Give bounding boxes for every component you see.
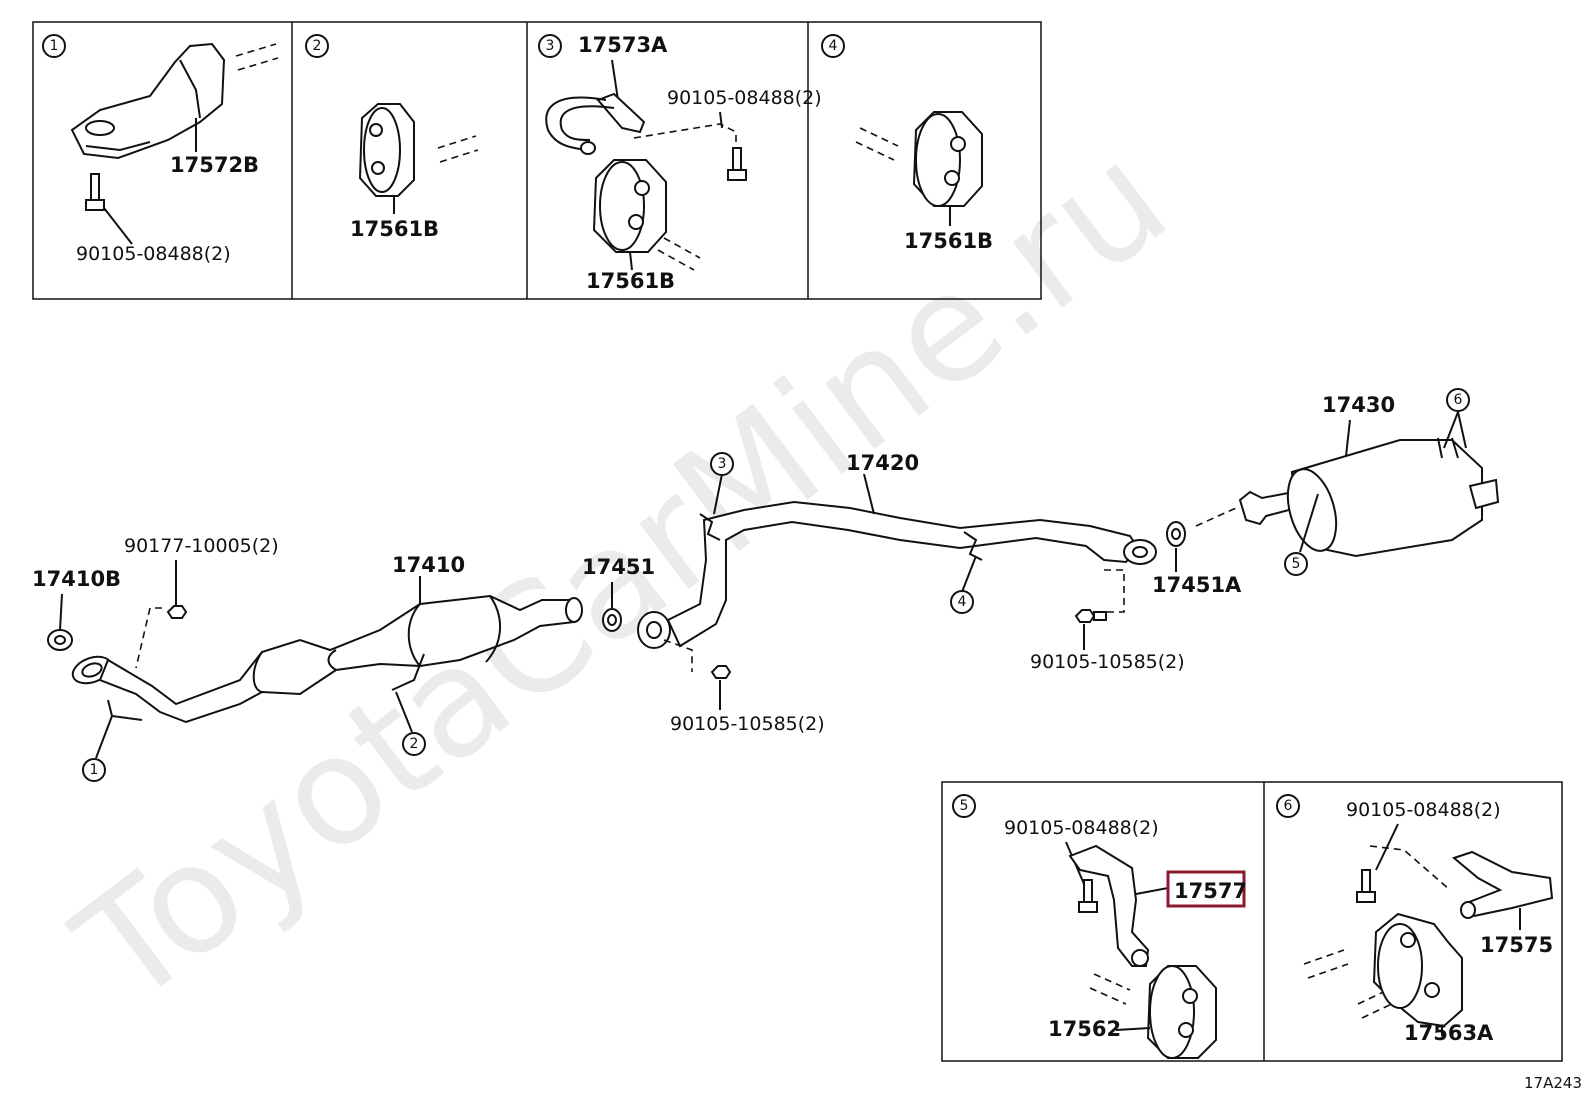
part-label-90177-10005: 90177-10005(2)	[124, 535, 279, 557]
part-label-17573a: 17573A	[578, 33, 668, 57]
detail-panel-3: 3 17573A 90105-08488(2) 17561B	[538, 33, 822, 293]
part-label-17575: 17575	[1480, 933, 1553, 957]
rubber-hanger-double-icon	[1372, 912, 1463, 1028]
detail-panel-6: 6 90105-08488(2) 17575 17563A	[1276, 794, 1554, 1045]
part-label-17561b: 17561B	[350, 217, 439, 241]
nut-icon	[710, 665, 732, 679]
callout-number: 6	[1284, 798, 1293, 814]
part-label-17563a: 17563A	[1404, 1021, 1494, 1045]
detail-panel-4: 4 17561B	[821, 34, 993, 253]
bolt-icon	[1356, 869, 1376, 903]
callout-circle-4	[950, 590, 974, 614]
callout-circle-2	[305, 34, 329, 58]
front-pipe-17410-shape	[98, 594, 575, 724]
callout-circle-2	[402, 732, 426, 756]
rubber-hanger-icon	[358, 103, 415, 197]
bracket-17572b-shape	[70, 42, 226, 160]
part-label-90105-08488: 90105-08488(2)	[667, 87, 822, 109]
bracket-17575-shape	[1451, 850, 1554, 918]
detail-panel-2: 2 17561B	[305, 34, 479, 241]
part-label-17451: 17451	[582, 555, 655, 579]
callout-number: 6	[1454, 392, 1463, 408]
muffler-17430-shape	[1238, 437, 1500, 558]
rubber-hanger-icon	[592, 159, 667, 253]
bracket-17577-shape	[1068, 844, 1150, 967]
callout-circle-1	[82, 758, 106, 782]
highlighted-part-box	[1166, 870, 1246, 908]
callout-circle-6	[1276, 794, 1300, 818]
part-label-90105-08488: 90105-08488(2)	[1346, 799, 1501, 821]
callout-number: 5	[960, 798, 969, 814]
callout-circle-5	[1284, 552, 1308, 576]
bracket-17573a-shape	[596, 92, 646, 134]
top-detail-panels	[32, 21, 1042, 300]
callout-circle-3	[710, 452, 734, 476]
detail-panel-5: 5 90105-08488(2) 17577 17562	[952, 794, 1247, 1059]
center-pipe-17420-shape	[666, 500, 1140, 648]
part-label-17420: 17420	[846, 451, 919, 475]
part-label-17561b: 17561B	[586, 269, 675, 293]
callout-number: 2	[313, 38, 322, 54]
part-label-17451a: 17451A	[1152, 573, 1242, 597]
callout-circle-4	[821, 34, 845, 58]
nut-icon	[166, 605, 188, 619]
nut-icon	[1074, 609, 1096, 623]
part-label-90105-08488: 90105-08488(2)	[76, 243, 231, 265]
callout-circle-3	[538, 34, 562, 58]
callout-number: 3	[718, 456, 727, 472]
bolt-icon	[85, 173, 105, 211]
bolt-icon	[1078, 879, 1098, 913]
rubber-hanger-icon	[912, 111, 983, 207]
rubber-hanger-icon	[1146, 965, 1217, 1059]
part-label-90105-10585: 90105-10585(2)	[670, 713, 825, 735]
part-label-90105-10585: 90105-10585(2)	[1030, 651, 1185, 673]
callout-number: 2	[410, 736, 419, 752]
part-label-17572b: 17572B	[170, 153, 259, 177]
callout-number: 3	[546, 38, 555, 54]
part-label-17562: 17562	[1048, 1017, 1121, 1041]
part-label-17410: 17410	[392, 553, 465, 577]
part-label-17430: 17430	[1322, 393, 1395, 417]
callout-number: 4	[829, 38, 838, 54]
callout-number: 5	[1292, 556, 1301, 572]
flange-17410-rear	[565, 597, 583, 623]
bolt-icon	[727, 147, 747, 181]
callout-circle-1	[42, 34, 66, 58]
part-label-17561b: 17561B	[904, 229, 993, 253]
exhaust-assembly: 17410B 90177-10005(2) 17410 1 2 174	[32, 388, 1500, 782]
part-label-17577: 17577	[1174, 879, 1247, 903]
callout-number: 1	[50, 38, 59, 54]
detail-panel-1: 1 17572B 90105-08488(2)	[42, 34, 279, 265]
part-label-17410b: 17410B	[32, 567, 121, 591]
bottom-detail-panels	[941, 781, 1563, 1062]
callout-number: 1	[90, 762, 99, 778]
callout-circle-6	[1446, 388, 1470, 412]
callout-circle-5	[952, 794, 976, 818]
callout-number: 4	[958, 594, 967, 610]
part-label-90105-08488: 90105-08488(2)	[1004, 817, 1159, 839]
diagram-reference-code: 17A243	[1524, 1074, 1582, 1092]
